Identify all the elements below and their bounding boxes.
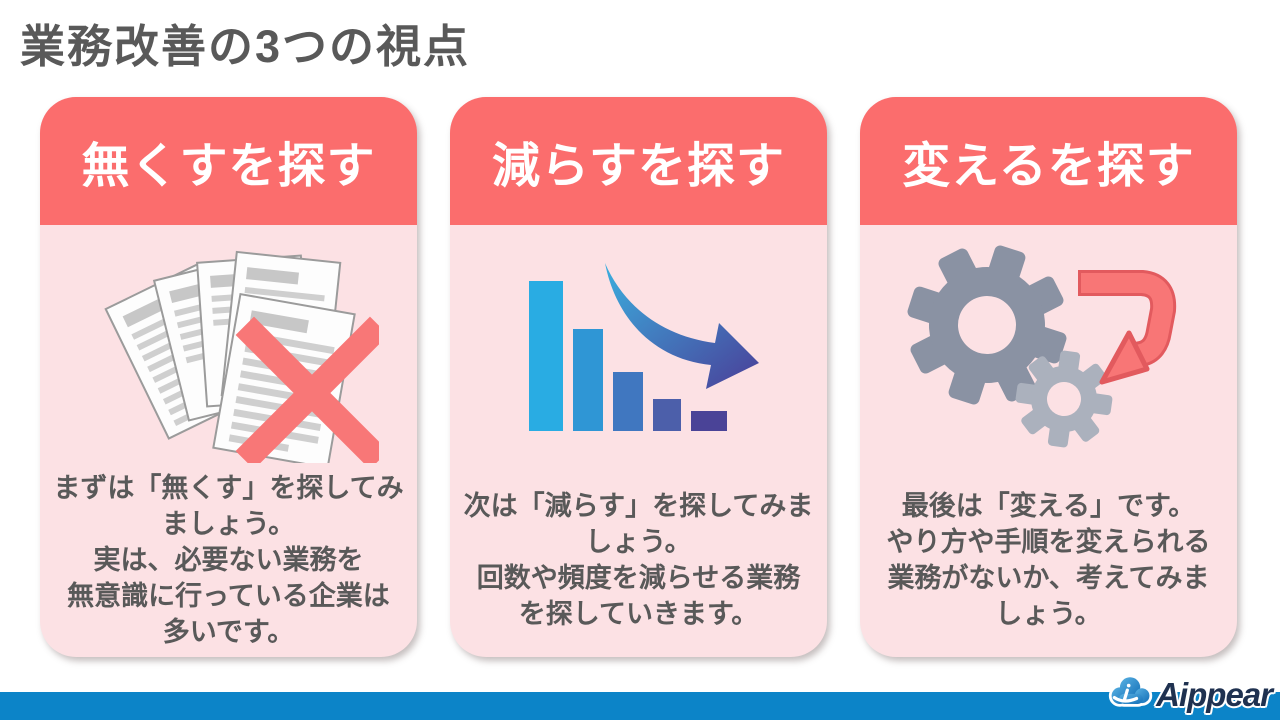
gears-icon	[899, 225, 1199, 470]
card-change-text-zone: 最後は「変える」です。 やり方や手順を変えられる 業務がないか、考えてみま しょ…	[887, 470, 1211, 657]
card-change: 変えるを探す	[860, 97, 1237, 657]
text-line: 多いです。	[162, 617, 295, 647]
small-gear	[1015, 350, 1112, 447]
card-reduce-title: 減らすを探す	[491, 140, 786, 193]
card-change-body: 最後は「変える」です。 やり方や手順を変えられる 業務がないか、考えてみま しょ…	[860, 225, 1237, 657]
card-reduce-text: 次は「減らす」を探してみま しょう。 回数や頻度を減らせる業務 を探していきます…	[464, 488, 814, 632]
card-eliminate: 無くすを探す	[40, 97, 417, 657]
text-line: しょう。	[585, 526, 692, 557]
card-change-header: 変えるを探す	[860, 97, 1237, 225]
card-eliminate-text: まずは「無くす」を探してみ ましょう。 実は、必要ない業務を 無意識に行っている…	[53, 470, 403, 650]
text-line: しょう。	[995, 598, 1102, 629]
text-line: 回数や頻度を減らせる業務	[476, 562, 801, 593]
card-eliminate-title: 無くすを探す	[81, 140, 376, 193]
down-trend-arrow	[604, 262, 759, 389]
text-line: まずは「無くす」を探してみ	[53, 473, 404, 503]
x-mark	[235, 316, 379, 463]
text-line: 無意識に行っている企業は	[67, 581, 390, 611]
page-title: 業務改善の3つの視点	[20, 21, 471, 72]
card-change-title: 変えるを探す	[902, 140, 1195, 193]
documents-x-icon	[79, 225, 379, 470]
card-eliminate-body: まずは「無くす」を探してみ ましょう。 実は、必要ない業務を 無意識に行っている…	[40, 225, 417, 657]
text-line: 次は「減らす」を探してみま	[463, 490, 814, 521]
card-eliminate-text-zone: まずは「無くす」を探してみ ましょう。 実は、必要ない業務を 無意識に行っている…	[53, 470, 403, 657]
cloud-logo-icon	[1107, 673, 1155, 716]
change-arrow	[1077, 269, 1176, 384]
logo-text: Aippear	[1156, 675, 1273, 713]
card-reduce-header: 減らすを探す	[450, 97, 827, 225]
card-change-text: 最後は「変える」です。 やり方や手順を変えられる 業務がないか、考えてみま しょ…	[887, 488, 1211, 632]
text-line: 業務がないか、考えてみま	[887, 562, 1210, 593]
declining-bar-chart-icon	[509, 225, 769, 470]
text-line: 実は、必要ない業務を	[93, 545, 364, 575]
card-reduce: 減らすを探す	[450, 97, 827, 657]
card-reduce-text-zone: 次は「減らす」を探してみま しょう。 回数や頻度を減らせる業務 を探していきます…	[464, 470, 814, 657]
card-reduce-body: 次は「減らす」を探してみま しょう。 回数や頻度を減らせる業務 を探していきます…	[450, 225, 827, 657]
cards-row: 無くすを探す	[40, 97, 1237, 657]
footer-bar	[0, 692, 1280, 720]
text-line: を探していきます。	[518, 598, 759, 629]
text-line: ましょう。	[161, 509, 296, 539]
card-eliminate-header: 無くすを探す	[40, 97, 417, 225]
text-line: 最後は「変える」です。	[901, 490, 1196, 521]
text-line: やり方や手順を変えられる	[886, 526, 1211, 557]
aippear-logo: Aippear	[1107, 673, 1273, 716]
